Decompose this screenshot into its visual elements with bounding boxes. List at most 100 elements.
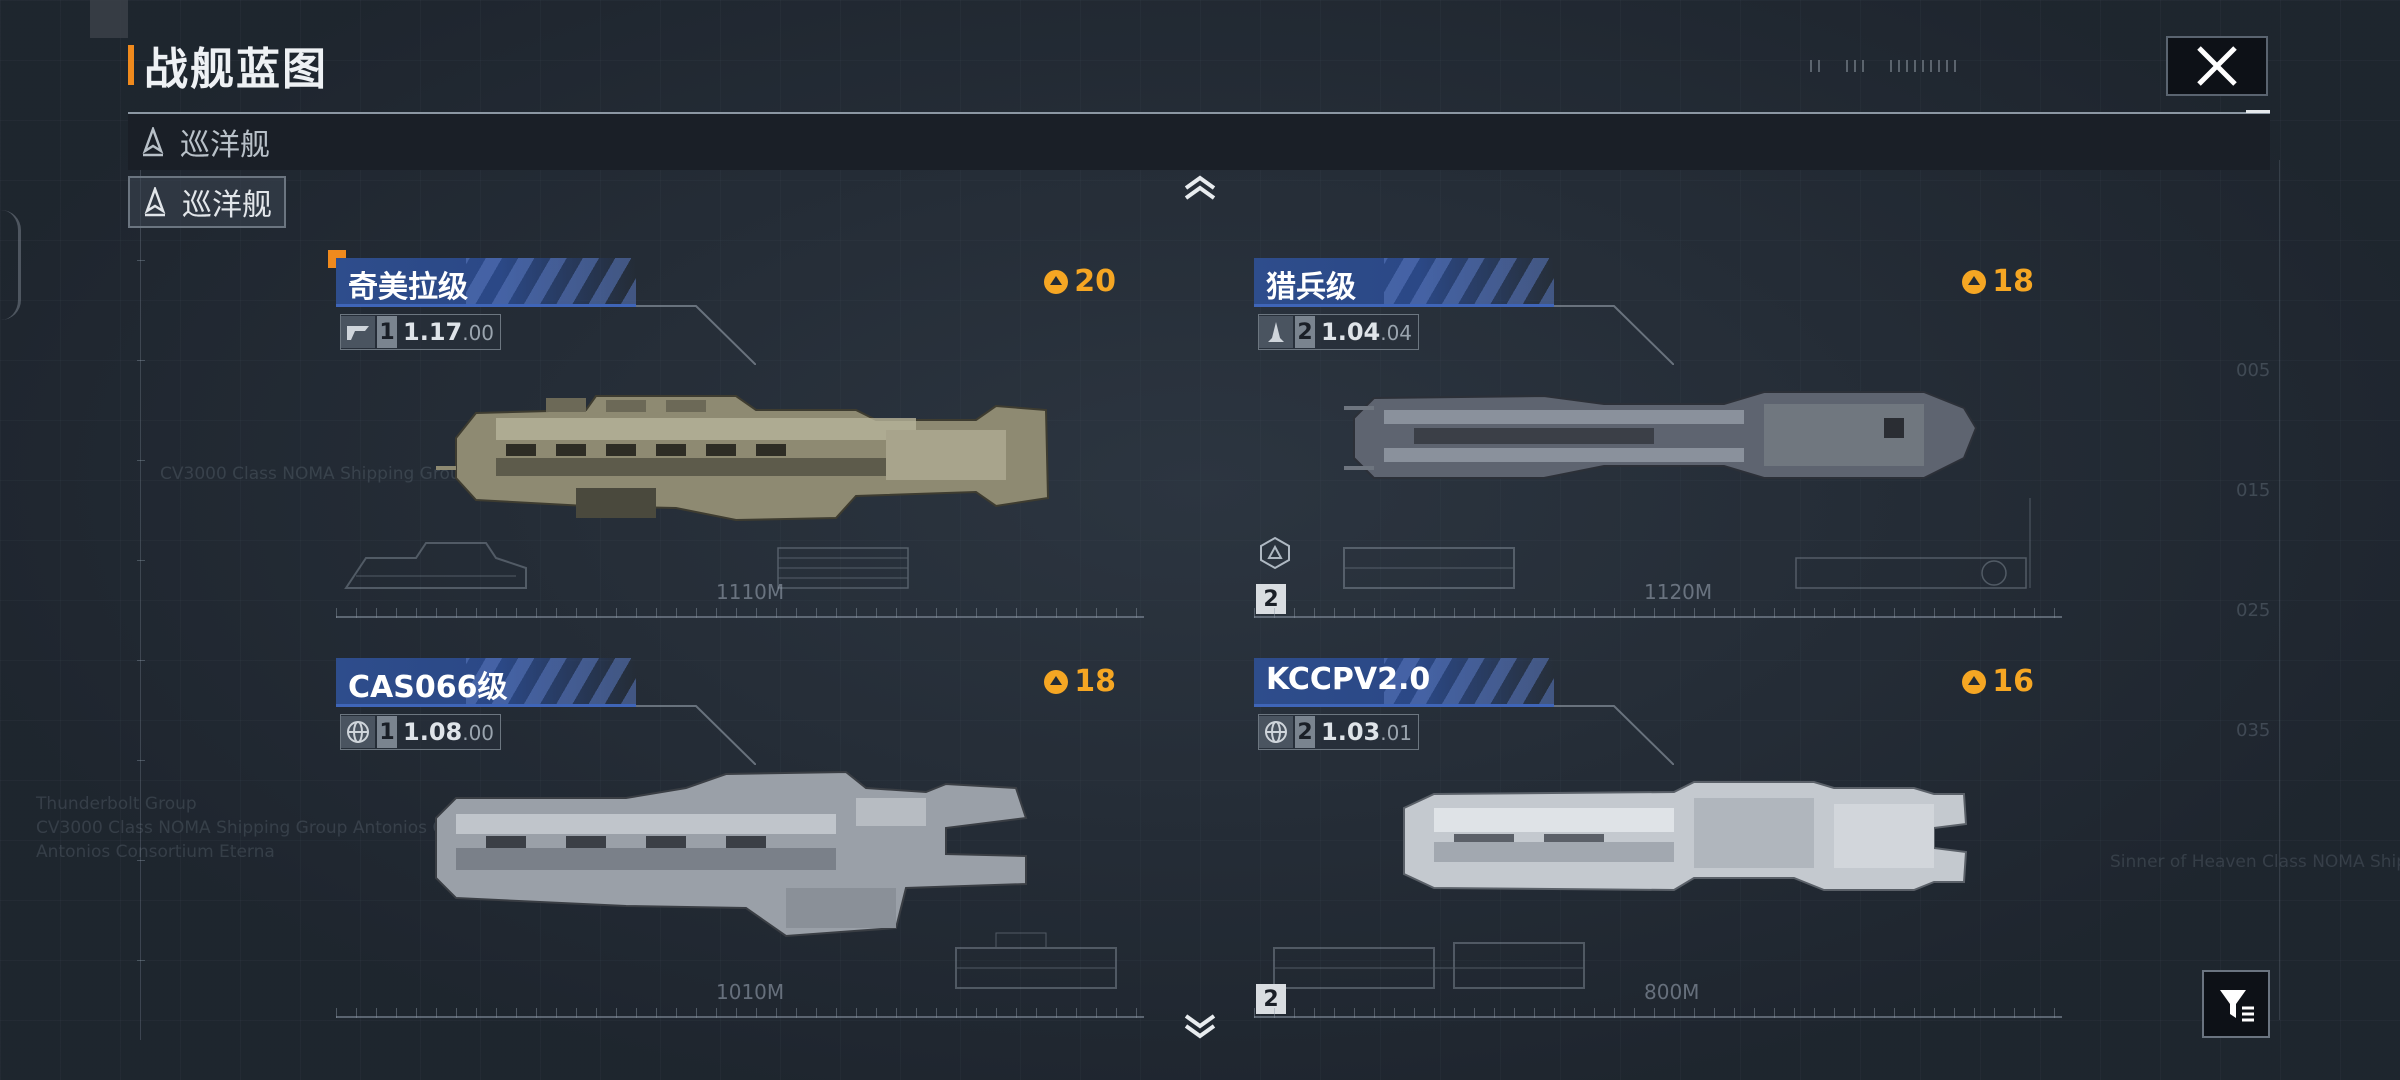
ship-card[interactable]: 猎兵级 18 2 1.04.04 2 1120M [1254, 258, 2074, 638]
ship-version-minor: .04 [1380, 321, 1413, 345]
ship-meta: 1 1.17.00 [340, 314, 502, 350]
ship-version: 1.17.00 [397, 318, 500, 346]
manufacturer-ship-icon [1259, 316, 1293, 348]
header-ticks [1810, 60, 1956, 72]
manufacturer-logo-icon [341, 316, 375, 348]
coin-icon [1962, 669, 1987, 694]
ship-name: 猎兵级 [1266, 270, 1356, 305]
background-coordinate: 035 [2236, 720, 2271, 741]
background-coordinate: 015 [2236, 480, 2271, 501]
cruiser-icon [142, 187, 168, 217]
right-ruler [2259, 160, 2280, 1020]
ship-meta: 1 1.08.00 [340, 714, 502, 750]
close-x-icon [2197, 46, 2237, 86]
scale-ticks [336, 1008, 1144, 1018]
category-tab-label: 巡洋舰 [182, 188, 272, 223]
ship-image [435, 770, 1028, 938]
ship-length: 800M [1644, 980, 1700, 1004]
pointer-line [1554, 705, 1674, 765]
scale-ticks [336, 608, 1144, 618]
pointer-line [636, 705, 756, 765]
ship-version-minor: .00 [462, 721, 495, 745]
chevron-down-icon [1184, 1014, 1216, 1039]
header-divider-cap [2246, 110, 2270, 113]
ship-image [1403, 781, 1968, 892]
blueprint-sketch [1273, 942, 1585, 989]
chevron-up-icon [1184, 175, 1216, 200]
tier-badge: 2 [1256, 584, 1286, 614]
ship-tier: 2 [1295, 716, 1315, 748]
ship-tier: 1 [377, 316, 397, 348]
ship-name-underline [336, 304, 636, 307]
page-header: 战舰蓝图 [128, 40, 328, 95]
corner-block [90, 0, 128, 38]
ship-image [436, 395, 1050, 522]
ship-cost-value: 18 [1074, 664, 1116, 699]
ship-meta: 2 1.03.01 [1258, 714, 1420, 750]
ship-tier: 1 [377, 716, 397, 748]
tier-badge: 2 [1256, 984, 1286, 1014]
ship-cost: 18 [1042, 664, 1116, 699]
scale-line [1254, 616, 2062, 618]
scale-line [336, 1016, 1144, 1018]
ship-version: 1.03.01 [1315, 718, 1418, 746]
background-coordinate: 005 [2236, 360, 2271, 381]
background-caption: Sinner of Heaven Class NOMA Shipping [2110, 852, 2400, 872]
category-bar[interactable]: 巡洋舰 [128, 114, 2270, 170]
ship-card[interactable]: KCCPV2.0 16 2 1.03.01 2 800M [1254, 658, 2074, 1038]
ship-tier: 2 [1295, 316, 1315, 348]
ship-version-major: 1.04 [1321, 318, 1381, 346]
coin-icon [1962, 269, 1987, 294]
ship-name-underline [1254, 304, 1554, 307]
ship-name-bar [336, 258, 636, 306]
ship-version-major: 1.08 [403, 718, 463, 746]
ship-name-underline [1254, 704, 1554, 707]
scale-line [1254, 1016, 2062, 1018]
background-coordinate: 025 [2236, 600, 2271, 621]
ship-name: 奇美拉级 [348, 270, 468, 305]
header-divider [128, 112, 2270, 114]
ship-card[interactable]: 奇美拉级 20 1 1.17.00 1110M [336, 258, 1156, 638]
close-button[interactable] [2166, 36, 2268, 96]
blueprint-sketch [955, 932, 1117, 989]
ship-cost: 16 [1960, 664, 2034, 699]
coin-icon [1044, 669, 1069, 694]
left-edge-handle [0, 210, 21, 320]
ship-name: CAS066级 [348, 670, 508, 705]
scroll-down-button[interactable] [1182, 1012, 1218, 1044]
page-title: 战舰蓝图 [144, 44, 328, 95]
ship-length: 1010M [716, 980, 785, 1004]
blueprint-panel [1795, 498, 2031, 589]
ship-image [1344, 391, 1978, 479]
ship-meta: 2 1.04.04 [1258, 314, 1420, 350]
title-accent [128, 45, 134, 85]
ship-cost-value: 16 [1992, 664, 2034, 699]
coin-icon [1044, 269, 1069, 294]
filter-button[interactable] [2202, 970, 2270, 1038]
ship-version-major: 1.17 [403, 318, 463, 346]
ship-name-bar [1254, 658, 1554, 706]
manufacturer-globe-icon [1259, 716, 1293, 748]
scale-line [336, 616, 1144, 618]
ship-version-minor: .01 [1380, 721, 1413, 745]
blueprint-sketch [1343, 547, 1515, 589]
ship-cost-value: 18 [1992, 264, 2034, 299]
scroll-up-button[interactable] [1182, 174, 1218, 206]
blueprint-gauge [777, 547, 909, 589]
ship-name-underline [336, 704, 636, 707]
category-tab-cruiser[interactable]: 巡洋舰 [128, 176, 286, 228]
ship-cost-value: 20 [1074, 264, 1116, 299]
cruiser-icon [140, 127, 166, 157]
pointer-line [636, 305, 756, 365]
hex-emblem-icon [1260, 536, 1290, 570]
ship-version: 1.04.04 [1315, 318, 1418, 346]
ship-length: 1120M [1644, 580, 1713, 604]
ship-name: KCCPV2.0 [1266, 662, 1431, 697]
manufacturer-globe-icon [341, 716, 375, 748]
ship-card[interactable]: CAS066级 18 1 1.08.00 1010M [336, 658, 1156, 1038]
category-label: 巡洋舰 [180, 128, 270, 163]
blueprint-sketch [344, 542, 527, 589]
pointer-line [1554, 305, 1674, 365]
scale-ticks [1254, 1008, 2062, 1018]
ship-cost: 18 [1960, 264, 2034, 299]
